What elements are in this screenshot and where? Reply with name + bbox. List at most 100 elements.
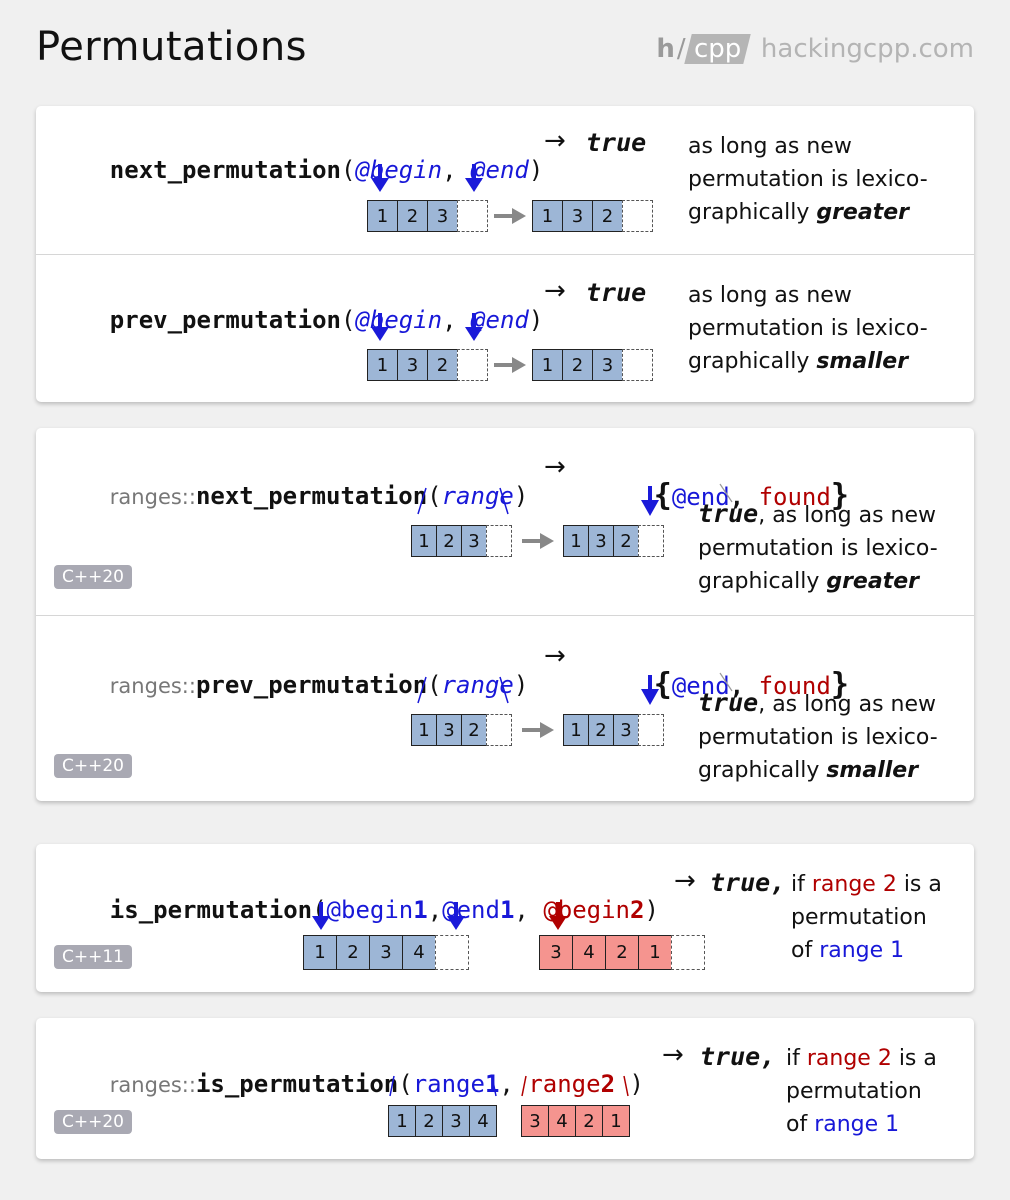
return-true: true, — [700, 1042, 776, 1071]
cell: 4 — [572, 935, 606, 970]
cell: 1 — [367, 349, 398, 381]
transform-arrow-icon — [494, 357, 526, 373]
divider — [36, 254, 974, 255]
divider — [36, 615, 974, 616]
cell: 1 — [638, 935, 672, 970]
cell: 2 — [588, 714, 614, 746]
after-range: 1 3 2 — [532, 200, 653, 232]
cell: 2 — [575, 1105, 603, 1137]
cell: 1 — [411, 714, 437, 746]
cpp11-badge: C++11 — [54, 945, 132, 969]
transform-arrow-icon — [522, 722, 554, 738]
end-cell — [671, 935, 705, 970]
return-arrow-icon: → — [544, 641, 566, 671]
cell: 2 — [562, 349, 593, 381]
cell: 2 — [605, 935, 639, 970]
end-arrow-icon — [641, 675, 659, 705]
prev-permutation-signature: prev_permutation(@begin, @end) — [109, 306, 544, 334]
end-cell — [622, 200, 653, 232]
brand-site: hackingcpp.com — [760, 34, 974, 64]
cell: 3 — [592, 349, 623, 381]
range2: 3 4 2 1 — [521, 1105, 630, 1137]
return-arrow-icon: → — [674, 866, 696, 896]
before-range: 1 2 3 — [411, 525, 512, 557]
return-arrow-icon: → — [544, 276, 566, 306]
brand-h: h — [656, 34, 675, 64]
cell: 3 — [369, 935, 403, 970]
end-cell — [638, 525, 664, 557]
ranges-prev-permutation-signature: ranges::prev_permutation(range) — [109, 671, 529, 699]
ranges-prev-description: true, as long as new permutation is lexi… — [698, 688, 938, 783]
range2: 3 4 2 1 — [539, 935, 705, 970]
return-true: true, — [710, 868, 786, 897]
found-pointer — [719, 483, 733, 503]
cell: 3 — [427, 200, 458, 232]
after-range: 1 2 3 — [532, 349, 653, 381]
range-bracket — [417, 676, 509, 704]
cell: 3 — [442, 1105, 470, 1137]
card-ranges-is-permutation: ranges::is_permutation(range1, range2 ) … — [36, 1018, 974, 1159]
is-permutation-description: if range 2 is a permutation of range 1 — [791, 872, 942, 963]
cell: 2 — [613, 525, 639, 557]
end-cell — [457, 349, 488, 381]
cell: 2 — [592, 200, 623, 232]
after-range: 1 2 3 — [563, 714, 664, 746]
cell: 3 — [613, 714, 639, 746]
cell: 3 — [436, 714, 462, 746]
page-title: Permutations — [36, 24, 308, 70]
return-arrow-icon: → — [544, 126, 566, 156]
cell: 3 — [521, 1105, 549, 1137]
brand-logo[interactable]: h/ cpp hackingcpp.com — [656, 34, 974, 64]
return-pair: {@end, found} — [653, 667, 849, 702]
end-cell — [486, 714, 512, 746]
end1-arrow-icon — [447, 902, 465, 930]
cell: 1 — [303, 935, 337, 970]
begin-arrow-icon — [371, 164, 389, 192]
begin1-arrow-icon — [312, 902, 330, 930]
ranges-next-description: true, as long as new permutation is lexi… — [698, 499, 938, 594]
card-permutation-iterators: next_permutation(@begin, @end) → true 1 … — [36, 106, 974, 402]
cell: 2 — [397, 200, 428, 232]
cell: 1 — [367, 200, 398, 232]
return-true: true — [586, 278, 647, 307]
range1-bracket — [389, 1075, 497, 1097]
end-cell — [486, 525, 512, 557]
next-permutation-description: as long as new permutation is lexico- gr… — [688, 134, 928, 225]
return-arrow-icon: → — [544, 452, 566, 482]
cell: 2 — [415, 1105, 443, 1137]
return-pair: {@end, found} — [653, 478, 849, 513]
range2-bracket — [521, 1075, 629, 1097]
cpp20-badge: C++20 — [54, 754, 132, 778]
end-arrow-icon — [465, 164, 483, 192]
cell: 2 — [336, 935, 370, 970]
cell: 1 — [411, 525, 437, 557]
before-range: 1 2 3 — [367, 200, 488, 232]
before-range: 1 3 2 — [411, 714, 512, 746]
return-true: true — [586, 128, 647, 157]
cell: 2 — [461, 714, 487, 746]
transform-arrow-icon — [522, 533, 554, 549]
cell: 3 — [461, 525, 487, 557]
cell: 4 — [548, 1105, 576, 1137]
transform-arrow-icon — [494, 208, 526, 224]
cell: 3 — [539, 935, 573, 970]
after-range: 1 3 2 — [563, 525, 664, 557]
end-cell — [638, 714, 664, 746]
cell: 3 — [397, 349, 428, 381]
cell: 2 — [427, 349, 458, 381]
range1: 1 2 3 4 — [303, 935, 469, 970]
end-cell — [435, 935, 469, 970]
cell: 1 — [563, 525, 589, 557]
cell: 4 — [402, 935, 436, 970]
begin-arrow-icon — [371, 313, 389, 341]
range1: 1 2 3 4 — [388, 1105, 497, 1137]
before-range: 1 3 2 — [367, 349, 488, 381]
end-arrow-icon — [641, 486, 659, 516]
cell: 3 — [588, 525, 614, 557]
cpp20-badge: C++20 — [54, 1110, 132, 1134]
ranges-is-permutation-signature: ranges::is_permutation(range1, range2 ) — [109, 1070, 644, 1098]
cpp20-badge: C++20 — [54, 565, 132, 589]
cell: 2 — [436, 525, 462, 557]
begin2-arrow-icon — [549, 902, 567, 930]
found-pointer — [719, 672, 733, 692]
